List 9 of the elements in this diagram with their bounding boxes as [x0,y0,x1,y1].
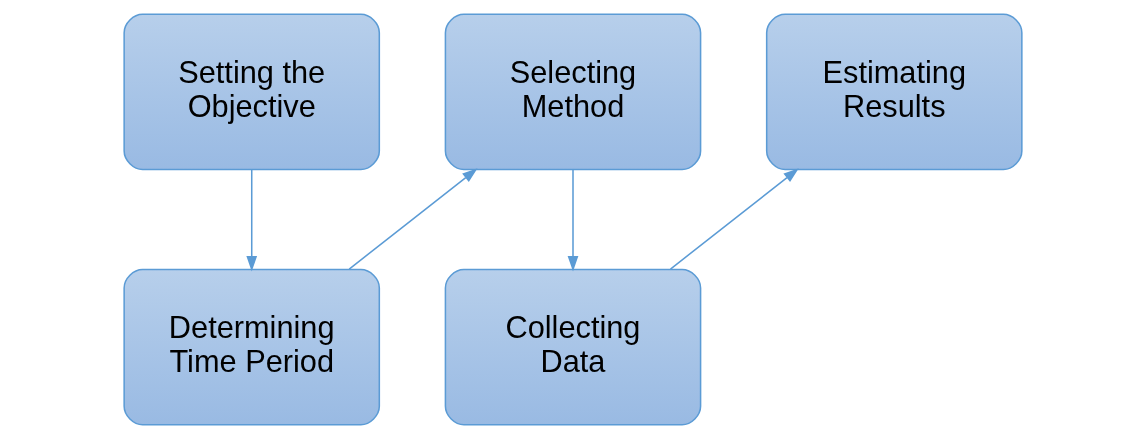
arrow [347,168,478,270]
arrow [567,169,578,272]
node-box: Selecting Method [444,13,701,171]
arrow [245,169,257,272]
node-box: Collecting Data [444,268,701,426]
arrow [669,168,799,270]
node-box: Setting the Objective [122,13,380,171]
node-box: Estimating Results [765,13,1023,171]
node-box: Determining Time Period [122,268,380,426]
